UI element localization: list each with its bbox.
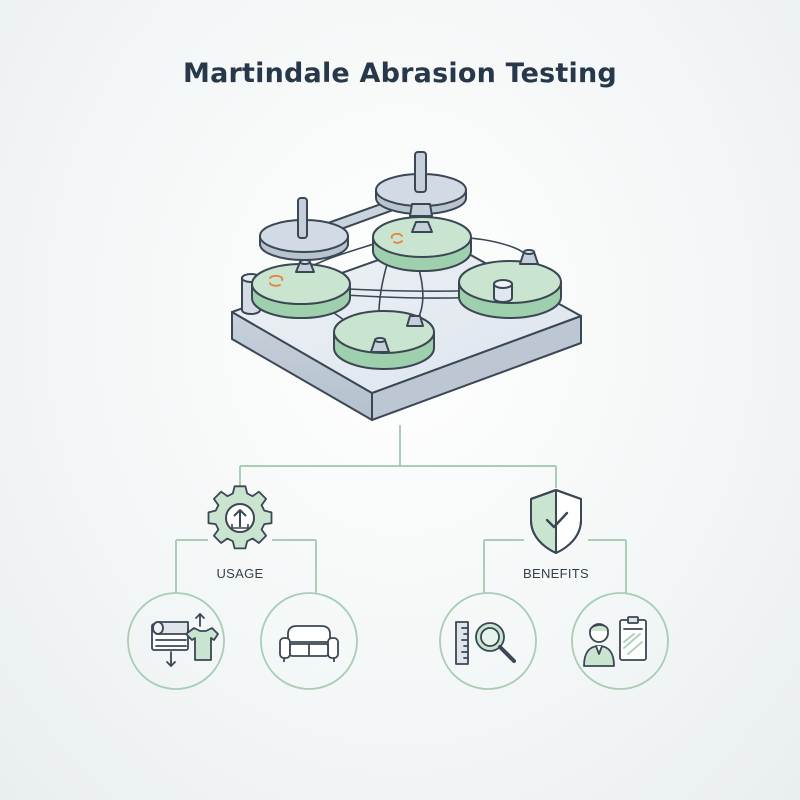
- benefits-inspection-circle: [571, 592, 669, 690]
- test-station-right: [458, 249, 562, 319]
- usage-label: USAGE: [216, 566, 264, 581]
- benefits-label: BENEFITS: [523, 566, 589, 581]
- usage-upholstery-circle: [260, 592, 358, 690]
- benefits-quality-circle: [439, 592, 537, 690]
- test-station-front: [333, 310, 435, 370]
- sofa-icon: [279, 625, 339, 662]
- shield-check-icon: [530, 489, 582, 554]
- inspector-clipboard-icon: [583, 616, 647, 667]
- motion-markers: [269, 232, 403, 287]
- drive-arm: [259, 151, 467, 261]
- textile-garment-icon: [151, 613, 219, 667]
- martindale-machine-illustration: [231, 151, 582, 421]
- connector-lines: [127, 425, 669, 690]
- page-title: Martindale Abrasion Testing: [183, 58, 617, 89]
- usage-textiles-circle: [127, 592, 225, 690]
- test-station-back: [372, 216, 472, 272]
- ruler-magnifier-icon: [455, 621, 516, 665]
- gear-arrow-icon: [207, 485, 273, 550]
- test-station-left: [251, 259, 351, 319]
